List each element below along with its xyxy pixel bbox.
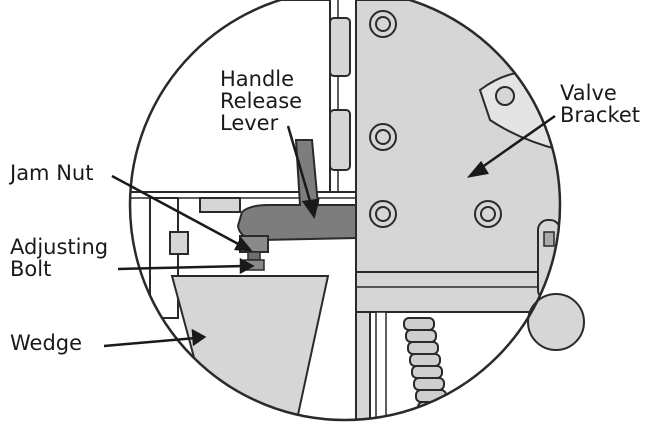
label-adjusting-line1: Adjusting bbox=[10, 235, 108, 259]
magnifier-circle bbox=[128, 0, 562, 422]
magnified-view bbox=[130, 0, 560, 420]
label-wedge: Wedge bbox=[10, 331, 82, 355]
handle-knob bbox=[527, 293, 585, 351]
label-valve-line2: Bracket bbox=[560, 103, 640, 127]
left-frame bbox=[149, 197, 179, 319]
handle-release-lever bbox=[236, 139, 357, 242]
lower-rail-left bbox=[355, 311, 371, 420]
label-valve-line1: Valve bbox=[560, 81, 617, 105]
label-handle-line3: Lever bbox=[220, 111, 279, 135]
label-jam-nut: Jam Nut bbox=[8, 161, 93, 185]
label-adjusting-line2: Bolt bbox=[10, 257, 51, 281]
adjusting-bolt bbox=[247, 251, 261, 261]
top-block bbox=[199, 197, 241, 213]
label-handle-line2: Release bbox=[220, 89, 302, 113]
labels: Handle Release Lever Valve Bracket Jam N… bbox=[8, 67, 640, 355]
bracket-lower-band bbox=[355, 271, 560, 313]
side-nut bbox=[169, 231, 189, 255]
hinge-top bbox=[329, 17, 351, 77]
leader-lines bbox=[103, 114, 556, 348]
lower-rail-right bbox=[375, 311, 387, 420]
spring bbox=[403, 317, 449, 415]
bracket-bolt-icon bbox=[495, 86, 515, 106]
wedge bbox=[170, 275, 330, 420]
label-handle-line1: Handle bbox=[220, 67, 294, 91]
hinge-middle bbox=[329, 109, 351, 171]
